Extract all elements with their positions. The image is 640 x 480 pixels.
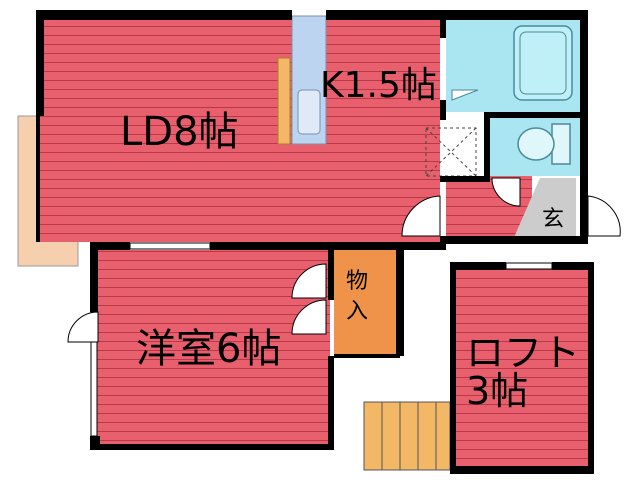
entrance-floor xyxy=(512,178,576,242)
stairs-icon xyxy=(363,401,451,471)
entrance-label: 玄 xyxy=(542,207,564,232)
bathtub-icon xyxy=(513,25,573,101)
window-loft xyxy=(505,262,553,270)
walls xyxy=(36,10,594,474)
toilet-icon xyxy=(517,123,571,165)
kitchen-label: K1.5帖 xyxy=(320,65,437,106)
wood-partition xyxy=(277,57,291,145)
window-top xyxy=(129,242,211,250)
western-room-label: 洋室6帖 xyxy=(136,326,281,372)
storage-label-2: 入 xyxy=(346,299,368,324)
ld-room-floor xyxy=(40,16,440,242)
loft-label-line2: 3帖 xyxy=(466,369,528,413)
loft-floor xyxy=(454,266,592,466)
loft-label-line1: ロフト xyxy=(466,331,580,375)
storage xyxy=(334,250,400,356)
door-swing-icon xyxy=(67,177,621,343)
storage-label-1: 物 xyxy=(346,269,368,294)
sink-icon xyxy=(297,89,321,135)
western-room-floor xyxy=(96,250,330,446)
ld-room-label: LD8帖 xyxy=(120,109,239,155)
